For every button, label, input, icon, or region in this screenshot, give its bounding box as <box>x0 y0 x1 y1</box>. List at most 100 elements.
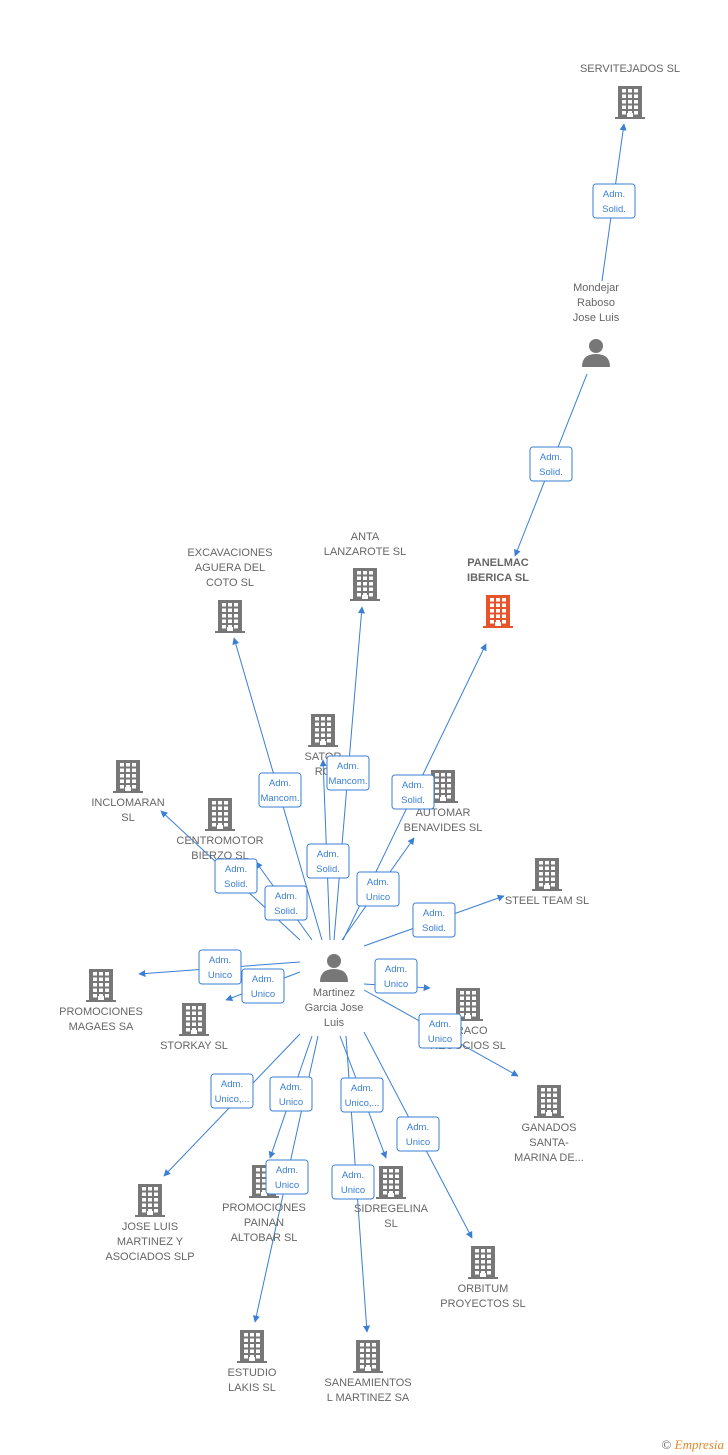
role-badge-joseluis[interactable]: Adm. Unico,... <box>210 1073 254 1109</box>
role-label: Adm.Solid. <box>422 908 446 934</box>
role-badge-centromotor[interactable]: Adm.Solid. <box>264 885 308 921</box>
role-label-line: Adm. <box>209 955 231 966</box>
role-label: Adm.Unico <box>279 1082 303 1108</box>
node-label-excavaciones-line: EXCAVACIONES <box>187 547 272 559</box>
role-label: Adm. Unico,... <box>215 1079 250 1105</box>
building-icon <box>308 714 338 747</box>
node-label-promociones-magaes-line: PROMOCIONES <box>59 1006 143 1018</box>
role-badge-storkay[interactable]: Adm.Unico <box>241 968 285 1004</box>
role-label-line: Mancom. <box>260 793 299 804</box>
role-label: Adm.Unico <box>341 1170 365 1196</box>
role-label-line: Adm. <box>280 1082 302 1093</box>
node-label-excavaciones-line: AGUERA DEL <box>195 562 265 574</box>
role-label-line: Solid. <box>224 879 248 890</box>
node-steelteam[interactable]: STEEL TEAM SL <box>505 858 589 907</box>
role-badge-panelmac[interactable]: Adm.Solid. <box>529 446 573 482</box>
building-icon <box>353 1340 383 1373</box>
role-badge-anta[interactable]: Adm.Mancom. <box>326 755 370 791</box>
node-label-centromotor-line: CENTROMOTOR <box>176 835 263 847</box>
role-badge-promociones-magaes[interactable]: Adm.Unico <box>198 949 242 985</box>
role-label-line: Adm. <box>407 1122 429 1133</box>
role-label-line: Unico <box>428 1034 452 1045</box>
brand-name: Empresia <box>674 1437 724 1452</box>
role-badge-orbitum[interactable]: Adm.Unico <box>396 1116 440 1152</box>
role-badge-painan[interactable]: Adm.Unico <box>269 1076 313 1112</box>
role-label-line: Solid. <box>401 795 425 806</box>
node-label-ganados-line: GANADOS <box>521 1122 576 1134</box>
role-badge-ganados[interactable]: Adm.Unico <box>418 1013 462 1049</box>
role-label: Adm.Solid. <box>602 189 626 215</box>
node-label-ganados-line: SANTA- <box>529 1137 569 1149</box>
role-badge-saneamientos[interactable]: Adm.Unico <box>331 1164 375 1200</box>
role-badge-sidregelina[interactable]: Adm. Unico,... <box>340 1077 384 1113</box>
building-icon <box>215 600 245 633</box>
role-badge-panelmac[interactable]: Adm.Solid. <box>391 774 435 810</box>
node-label-mondejar-line: Jose Luis <box>573 312 620 324</box>
node-label-painan-line: PAINAN <box>244 1217 284 1229</box>
role-label: Adm.Solid. <box>539 452 563 478</box>
node-label-sidregelina-line: SIDREGELINA <box>354 1203 429 1215</box>
building-icon <box>179 1003 209 1036</box>
node-label-anta-line: ANTA <box>351 531 380 543</box>
role-badge-automar[interactable]: Adm.Unico <box>356 871 400 907</box>
role-badge-estudio[interactable]: Adm.Unico <box>265 1159 309 1195</box>
role-label-line: Mancom. <box>328 776 367 787</box>
role-label-line: Unico,... <box>345 1098 380 1109</box>
node-label-saneamientos-line: L MARTINEZ SA <box>327 1392 410 1404</box>
role-badge-praco[interactable]: Adm.Unico <box>374 958 418 994</box>
role-label-line: Adm. <box>385 964 407 975</box>
role-badge-steelteam[interactable]: Adm.Solid. <box>412 902 456 938</box>
role-label: Adm.Unico <box>275 1165 299 1191</box>
role-badge-sator[interactable]: Adm.Solid. <box>306 843 350 879</box>
role-label-line: Adm. <box>275 891 297 902</box>
role-label-line: Adm. <box>351 1083 373 1094</box>
role-label-line: Adm. <box>342 1170 364 1181</box>
role-label: Adm.Unico <box>366 877 390 903</box>
building-icon <box>350 568 380 601</box>
node-label-anta-line: LANZAROTE SL <box>324 546 407 558</box>
role-label: Adm. Unico,... <box>345 1083 380 1109</box>
node-storkay[interactable]: STORKAY SL <box>160 1003 228 1052</box>
role-label: Adm.Solid. <box>224 864 248 890</box>
role-label-line: Unico,... <box>215 1094 250 1105</box>
building-icon <box>86 969 116 1002</box>
node-anta[interactable]: ANTA LANZAROTE SL <box>324 531 407 601</box>
role-label-line: Adm. <box>276 1165 298 1176</box>
person-icon <box>582 339 610 367</box>
node-label-automar-line: AUTOMAR <box>416 807 471 819</box>
role-badge-inclomaran[interactable]: Adm.Solid. <box>214 858 258 894</box>
building-icon <box>113 760 143 793</box>
role-label-line: Adm. <box>221 1079 243 1090</box>
node-label-joseluis-line: ASOCIADOS SLP <box>105 1251 194 1263</box>
role-label-line: Unico <box>366 892 390 903</box>
node-servitejados[interactable]: SERVITEJADOS SL <box>580 63 680 119</box>
role-badge-servitejados[interactable]: Adm.Solid. <box>592 183 636 219</box>
role-badge-excavaciones[interactable]: Adm.Mancom. <box>258 772 302 808</box>
role-label: Adm.Solid. <box>401 780 425 806</box>
building-icon <box>237 1330 267 1363</box>
roles-layer: Adm.Solid.Adm.Solid.Adm.Solid.Adm.Mancom… <box>198 183 636 1200</box>
node-label-steelteam-line: STEEL TEAM SL <box>505 895 589 907</box>
